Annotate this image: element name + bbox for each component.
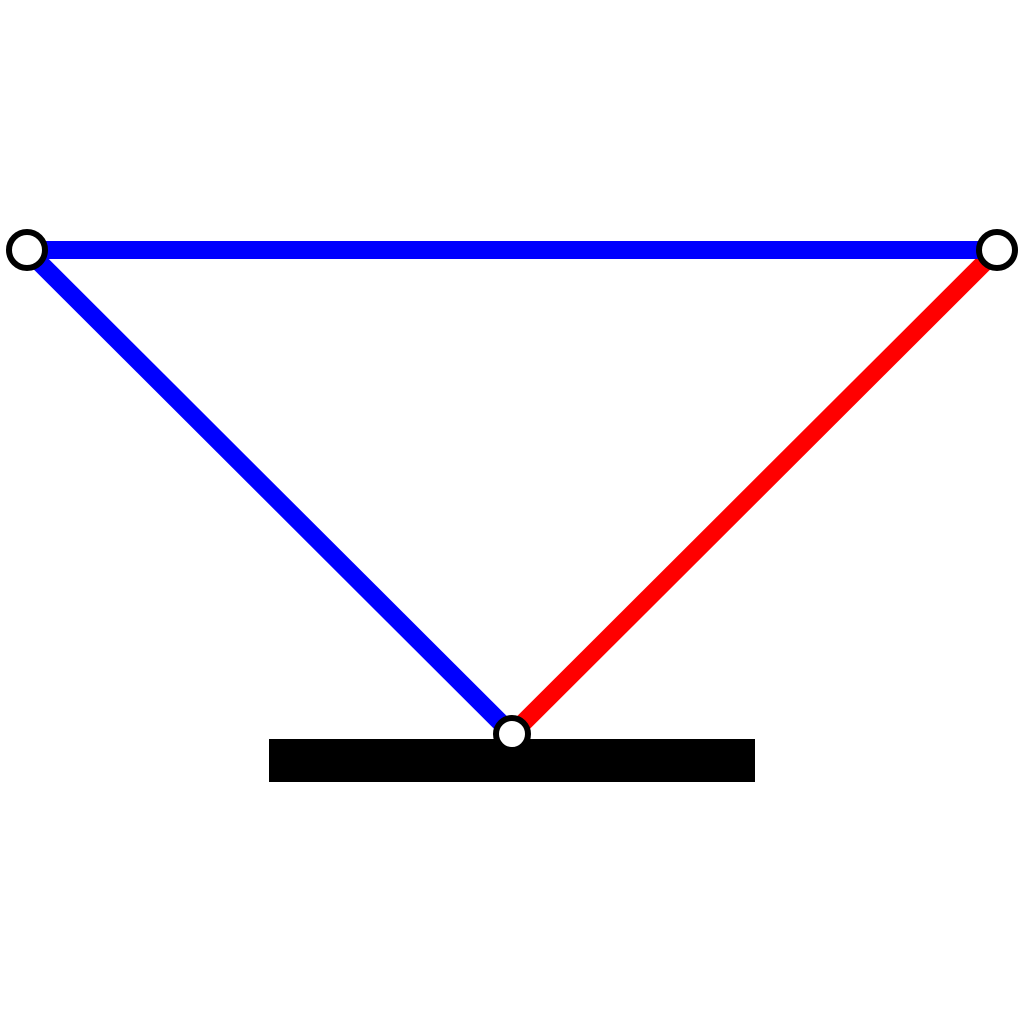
joint-right-top bbox=[976, 229, 1018, 271]
joint-left-top bbox=[6, 229, 48, 271]
joint-bottom bbox=[493, 715, 531, 753]
member-right-diagonal bbox=[505, 243, 1004, 741]
member-left-diagonal bbox=[20, 243, 519, 741]
